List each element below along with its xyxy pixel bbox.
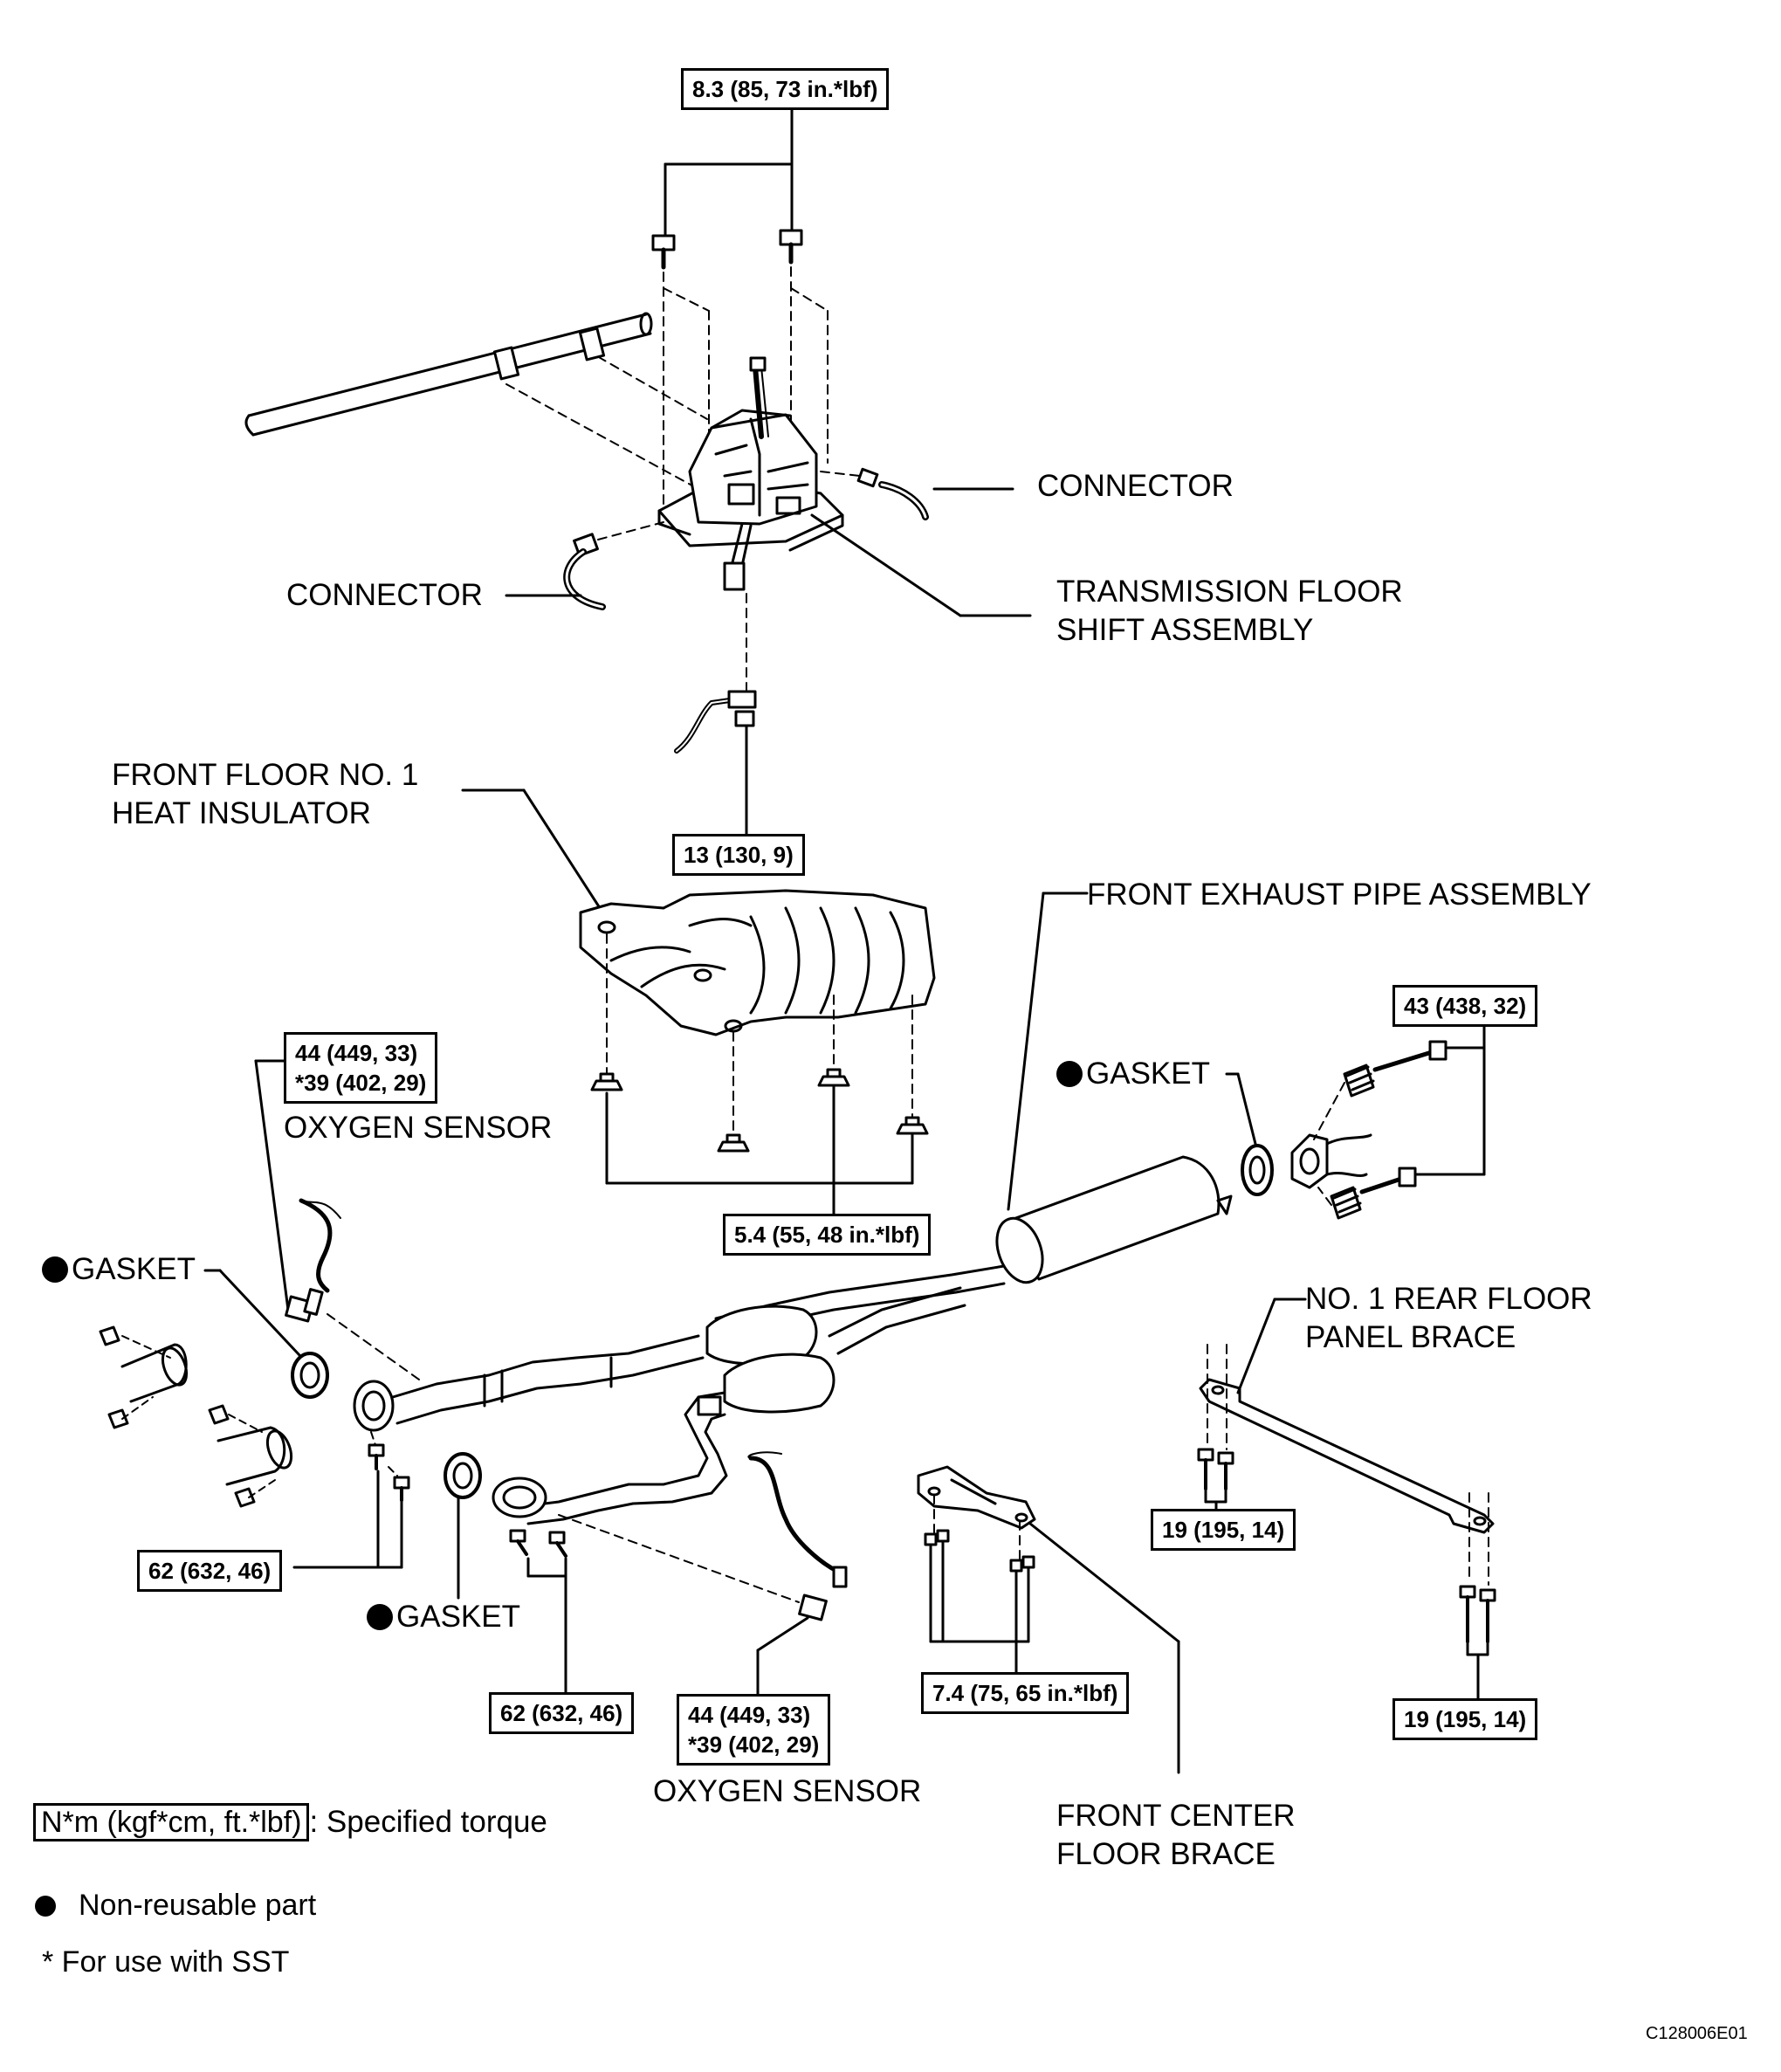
label-gasket-front-right-text: GASKET [396, 1600, 520, 1634]
label-insulator-1: FRONT FLOOR NO. 1 [112, 758, 419, 792]
label-rear-brace-1: NO. 1 REAR FLOOR [1305, 1282, 1592, 1316]
rear-flange [1290, 1133, 1372, 1189]
rear-brace-dashed [1207, 1344, 1489, 1586]
insulator-leader [461, 788, 613, 927]
label-center-brace-2: FLOOR BRACE [1056, 1837, 1276, 1871]
legend-torque-desc: : Specified torque [309, 1805, 547, 1839]
connector-right-plug [856, 467, 1014, 520]
rear-flange-springs [1330, 1040, 1447, 1220]
insulator-dashed [606, 933, 913, 1136]
bolt-icon [651, 229, 803, 270]
gasket-front-left [291, 1352, 329, 1399]
connector-left-plug [505, 533, 606, 610]
torque-cable-nut: 13 (130, 9) [672, 834, 805, 876]
gasket-front-left-leader [203, 1269, 301, 1357]
torque-shift-bolts: 8.3 (85, 73 in.*lbf) [681, 68, 890, 110]
torque-rear-o2: 44 (449, 33) *39 (402, 29) [677, 1694, 831, 1766]
torque-rear-o2-line1: 44 (449, 33) [688, 1702, 811, 1728]
shift-cable [244, 312, 653, 437]
rear-flange-dashed [1313, 1082, 1345, 1206]
torque-center-brace: 7.4 (75, 65 in.*lbf) [921, 1672, 1130, 1714]
gasket-front-right [444, 1452, 482, 1600]
nonreusable-dot-icon [42, 1256, 68, 1283]
front-o2-leader [254, 1059, 290, 1311]
torque-front-o2-line2: *39 (402, 29) [295, 1070, 427, 1096]
torque-rear-o2-line2: *39 (402, 29) [688, 1731, 820, 1758]
center-brace-bolts [924, 1529, 1035, 1674]
insulator-nut-icons [590, 1068, 929, 1153]
legend-torque: N*m (kgf*cm, ft.*lbf): Specified torque [33, 1803, 547, 1841]
label-oxygen-sensor-front: OXYGEN SENSOR [284, 1111, 553, 1145]
label-gasket-rear-text: GASKET [1086, 1057, 1210, 1091]
legend-torque-box: N*m (kgf*cm, ft.*lbf) [33, 1803, 310, 1841]
label-gasket-front-right: GASKET [367, 1598, 520, 1636]
transmission-floor-shift-assembly [657, 356, 844, 591]
torque-rear-flange-bolts: 43 (438, 32) [1392, 985, 1538, 1027]
figure-code: C128006E01 [1646, 2024, 1748, 2043]
label-connector-left: CONNECTOR [286, 578, 483, 612]
torque-rear-brace-right: 19 (195, 14) [1392, 1698, 1538, 1740]
torque-insulator-nuts: 5.4 (55, 48 in.*lbf) [723, 1214, 932, 1256]
nonreusable-dot-icon [367, 1604, 393, 1630]
label-oxygen-sensor-rear: OXYGEN SENSOR [653, 1774, 922, 1808]
rear-flange-bolt-leader [1414, 1022, 1486, 1176]
shift-assembly-leader [810, 513, 1032, 617]
cable-end [674, 593, 757, 836]
label-gasket-front-left: GASKET [42, 1250, 196, 1289]
label-shift-assembly-1: TRANSMISSION FLOOR [1056, 575, 1403, 609]
front-floor-heat-insulator [579, 889, 936, 1036]
exhaust-leader [1007, 891, 1089, 1211]
legend-nonreusable: Non-reusable part [79, 1889, 317, 1922]
exhaust-manifold-stubs [99, 1325, 293, 1508]
label-exhaust-pipe: FRONT EXHAUST PIPE ASSEMBLY [1087, 878, 1592, 912]
torque-front-flange-left: 62 (632, 46) [137, 1550, 283, 1592]
label-connector-right: CONNECTOR [1037, 469, 1234, 503]
center-brace-dashed [933, 1494, 1021, 1559]
torque-rear-brace-left: 19 (195, 14) [1151, 1509, 1296, 1551]
gasket-rear [1241, 1144, 1274, 1196]
rear-floor-panel-brace [1199, 1378, 1495, 1534]
front-flange-bolts-left [292, 1431, 410, 1569]
shift-bolt-leader [664, 107, 794, 236]
label-gasket-front-left-text: GASKET [72, 1252, 196, 1286]
gasket-rear-leader [1225, 1072, 1257, 1146]
center-brace-leader [1028, 1522, 1180, 1774]
rear-brace-leader [1236, 1298, 1307, 1394]
connector-right-dashed [820, 471, 861, 477]
label-shift-assembly-2: SHIFT ASSEMBLY [1056, 613, 1314, 647]
torque-front-flange-right: 62 (632, 46) [489, 1692, 635, 1734]
label-gasket-rear: GASKET [1056, 1055, 1210, 1093]
legend-sst: * For use with SST [42, 1945, 290, 1979]
front-flange-bolts-right [509, 1529, 567, 1704]
front-exhaust-pipe-assembly [353, 1155, 1233, 1525]
insulator-nut-leader [605, 1085, 914, 1215]
torque-front-o2-line1: 44 (449, 33) [295, 1040, 418, 1066]
label-rear-brace-2: PANEL BRACE [1305, 1320, 1516, 1354]
rear-brace-bolts [1197, 1448, 1496, 1700]
nonreusable-dot-icon [1056, 1061, 1083, 1087]
label-center-brace-1: FRONT CENTER [1056, 1799, 1296, 1833]
rear-oxygen-sensor [558, 1451, 848, 1696]
front-oxygen-sensor [285, 1198, 420, 1380]
label-insulator-2: HEAT INSULATOR [112, 796, 371, 830]
torque-front-o2: 44 (449, 33) *39 (402, 29) [284, 1032, 438, 1104]
front-center-floor-brace [917, 1465, 1036, 1530]
connector-left-dashed [597, 521, 664, 540]
nonreusable-legend-dot [35, 1896, 56, 1917]
